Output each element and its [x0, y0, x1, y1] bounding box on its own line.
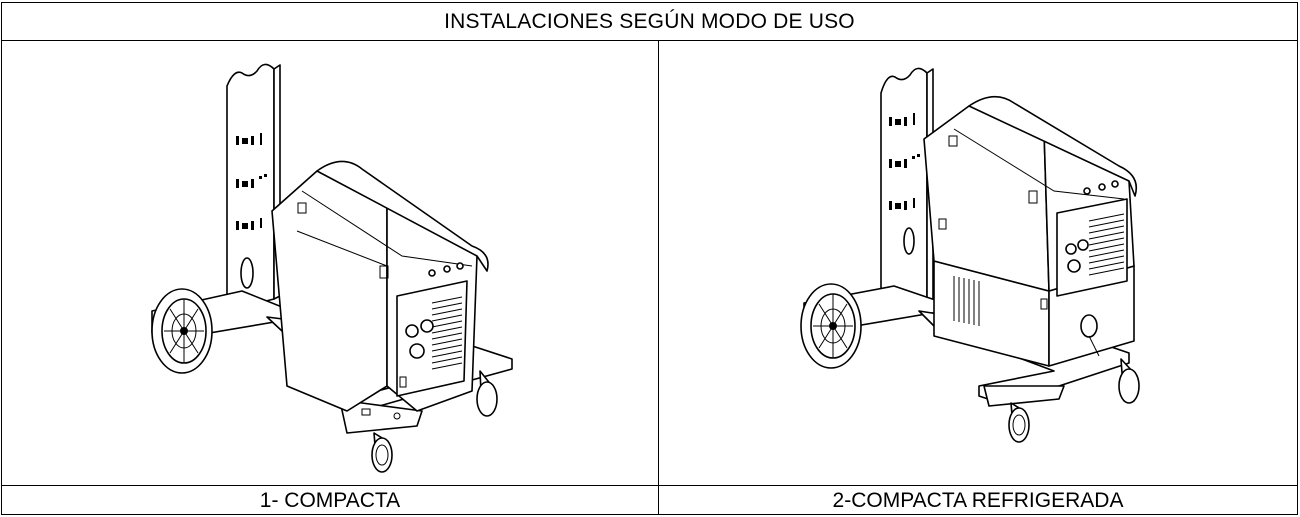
illustration-cell-compacta [2, 41, 659, 485]
table-header: INSTALACIONES SEGÚN MODO DE USO [2, 3, 1297, 41]
welding-machine-on-cart-icon [151, 63, 513, 473]
welding-machine-with-cooler-on-cart-icon [800, 67, 1140, 443]
illustration-cell-compacta-refrigerada [659, 41, 1297, 485]
caption-compacta-refrigerada: 2-COMPACTA REFRIGERADA [659, 485, 1297, 515]
caption-compacta: 1- COMPACTA [2, 485, 659, 515]
